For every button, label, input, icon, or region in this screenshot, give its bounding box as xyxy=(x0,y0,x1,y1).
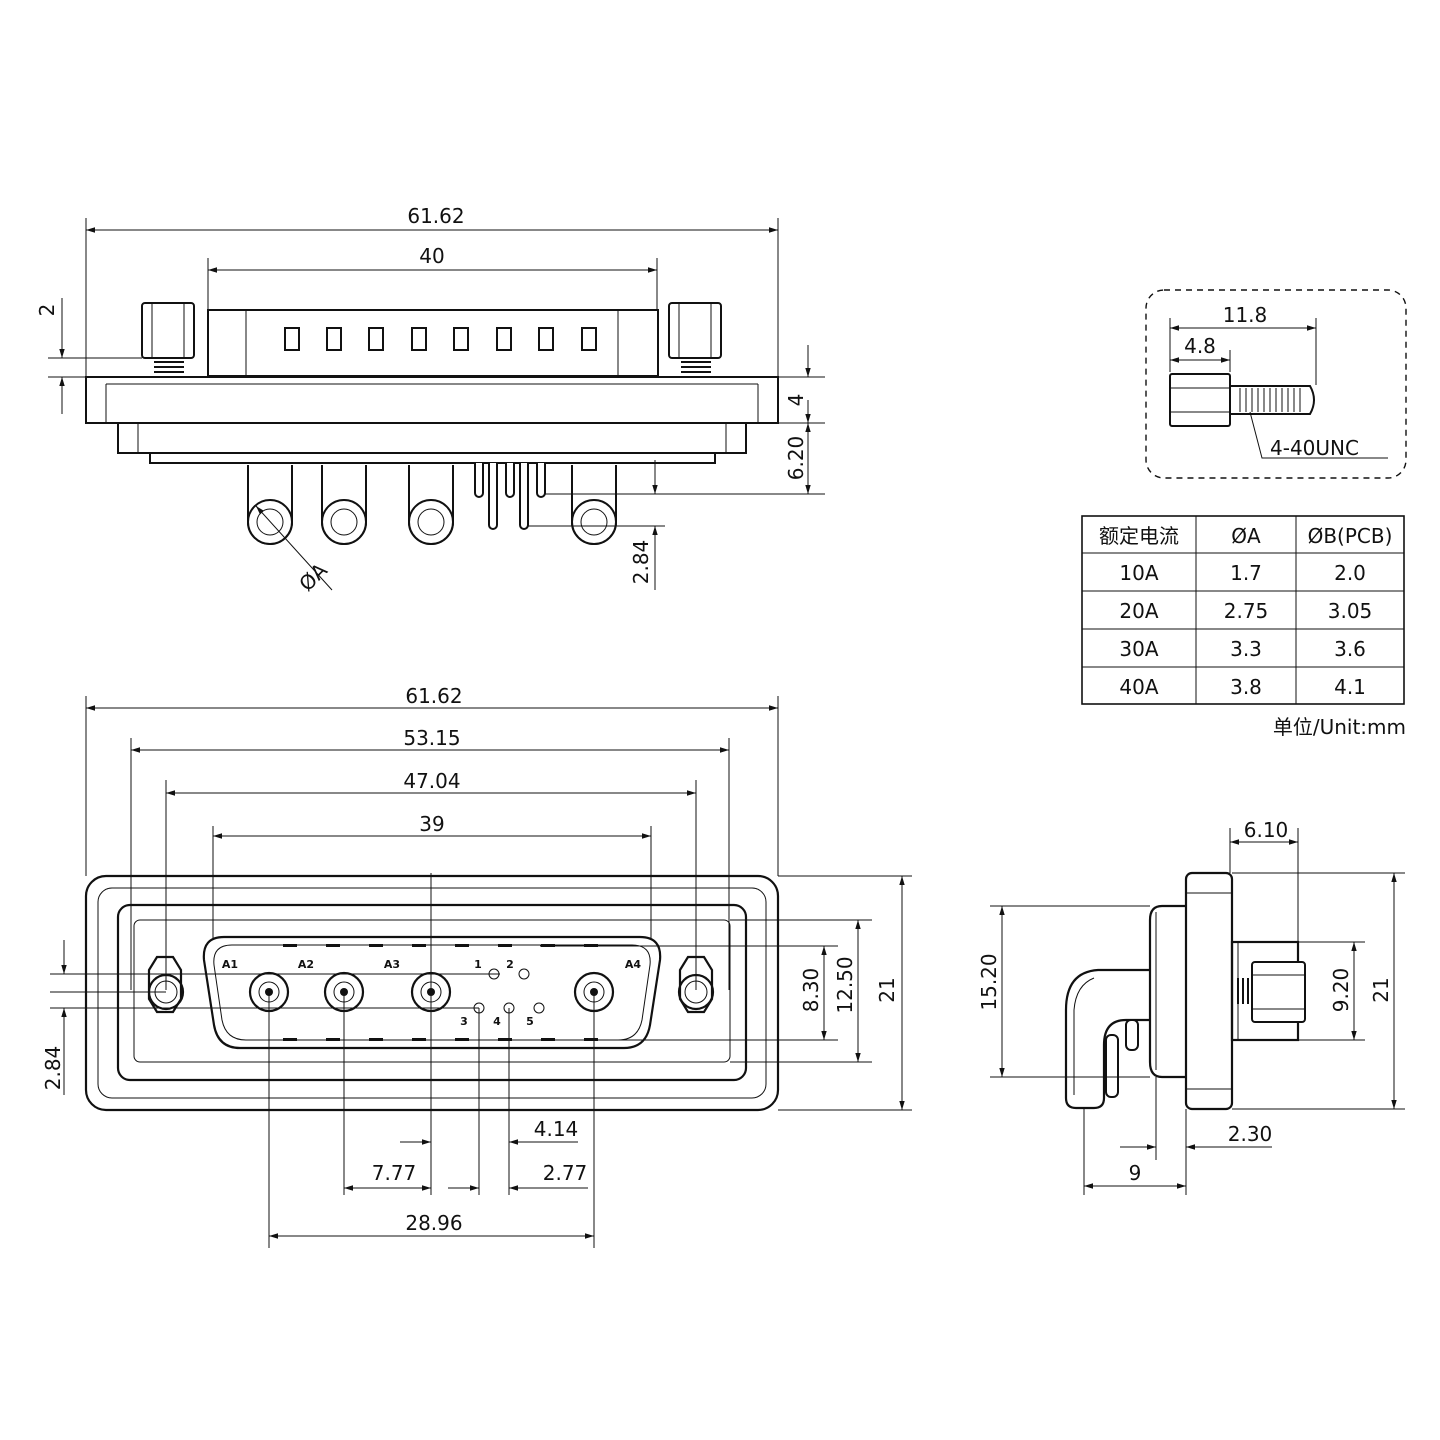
screw-length-label: 11.8 xyxy=(1223,303,1268,327)
pin-label-5: 5 xyxy=(526,1015,534,1028)
height-12-label: 12.50 xyxy=(833,956,857,1013)
table-cell: 3.8 xyxy=(1230,675,1262,699)
table-header-phi-b: ØB(PCB) xyxy=(1308,524,1393,548)
top-view: 61.62 40 xyxy=(35,204,825,596)
top-signal-pins xyxy=(474,463,546,530)
pin-label-3: 3 xyxy=(460,1015,468,1028)
dim-21-side-label: 21 xyxy=(1369,977,1393,1002)
pin-label-a1: A1 xyxy=(222,958,238,971)
table-cell: 10A xyxy=(1119,561,1158,585)
table-header-current: 额定电流 xyxy=(1099,524,1179,548)
dim-4-14-label: 4.14 xyxy=(534,1117,579,1141)
table-cell: 3.6 xyxy=(1334,637,1366,661)
table-header-phi-a: ØA xyxy=(1231,524,1261,548)
dim-9-label: 9 xyxy=(1129,1161,1142,1185)
table-cell: 3.05 xyxy=(1328,599,1373,623)
dim-15-20-label: 15.20 xyxy=(977,953,1001,1010)
table-cell: 30A xyxy=(1119,637,1158,661)
front-overall-width-label: 61.62 xyxy=(405,684,462,708)
table-cell: 20A xyxy=(1119,599,1158,623)
dim-7-77-label: 7.77 xyxy=(372,1161,417,1185)
dim-2-77-label: 2.77 xyxy=(543,1161,588,1185)
screw-height-label: 2 xyxy=(35,304,59,317)
dim-28-96-label: 28.96 xyxy=(405,1211,462,1235)
thread-spec-label: 4-40UNC xyxy=(1270,436,1359,460)
dim-6-10-label: 6.10 xyxy=(1244,818,1289,842)
table-cell: 40A xyxy=(1119,675,1158,699)
pin-label-2: 2 xyxy=(506,958,514,971)
unit-note: 单位/Unit:mm xyxy=(1273,715,1406,739)
hole-spacing-label: 53.15 xyxy=(403,726,460,750)
front-left-offset-label: 2.84 xyxy=(41,1046,65,1091)
flange-thickness-label: 4 xyxy=(784,394,808,407)
phi-a-label: ØA xyxy=(294,558,332,596)
front-signal-pins xyxy=(473,968,545,1014)
dim-2-30-label: 2.30 xyxy=(1228,1122,1273,1146)
pin-offset-label: 2.84 xyxy=(629,540,653,585)
height-21-label: 21 xyxy=(875,977,899,1002)
table-cell: 2.0 xyxy=(1334,561,1366,585)
height-8-label: 8.30 xyxy=(799,968,823,1013)
dim-9-20-label: 9.20 xyxy=(1329,968,1353,1013)
pin-label-1: 1 xyxy=(474,958,482,971)
table-cell: 2.75 xyxy=(1224,599,1269,623)
front-view: 61.62 53.15 47.04 39 xyxy=(41,684,912,1248)
table-cell: 4.1 xyxy=(1334,675,1366,699)
pin-label-a4: A4 xyxy=(625,958,642,971)
rating-table: 额定电流 ØA ØB(PCB) 10A 1.7 2.0 20A 2.75 3.0… xyxy=(1081,515,1406,739)
top-overall-width-label: 61.62 xyxy=(407,204,464,228)
screw-head-label: 4.8 xyxy=(1184,334,1216,358)
pin-label-a3: A3 xyxy=(384,958,400,971)
pin-label-4: 4 xyxy=(493,1015,501,1028)
body-depth-label: 6.20 xyxy=(784,436,808,481)
dim-47-label: 47.04 xyxy=(403,769,460,793)
top-power-pins xyxy=(247,465,617,545)
table-cell: 3.3 xyxy=(1230,637,1262,661)
screw-detail: 11.8 4.8 4-40UNC xyxy=(1145,289,1407,479)
pin-label-a2: A2 xyxy=(298,958,314,971)
side-view: 6.10 15.20 9.20 21 2.30 9 xyxy=(977,818,1405,1195)
dim-39-label: 39 xyxy=(419,812,444,836)
top-shell-width-label: 40 xyxy=(419,244,444,268)
table-cell: 1.7 xyxy=(1230,561,1262,585)
